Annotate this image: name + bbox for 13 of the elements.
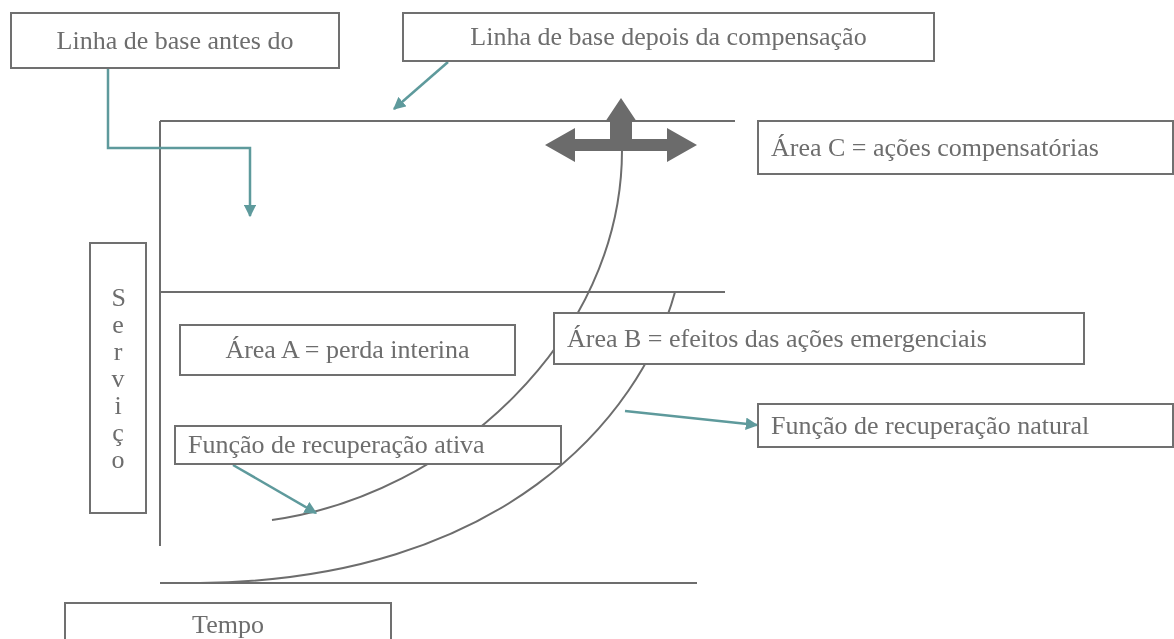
leader-line xyxy=(624,409,759,431)
leader-line xyxy=(393,61,449,110)
callout-label: Função de recuperação ativa xyxy=(174,425,562,465)
callout-label: Tempo xyxy=(64,602,392,639)
leader-line xyxy=(106,69,257,218)
callout-label: Função de recuperação natural xyxy=(757,403,1174,448)
callout-label: Serviço xyxy=(89,242,147,514)
callout-label: Linha de base depois da compensação xyxy=(402,12,935,62)
callout-label: Área A = perda interina xyxy=(179,324,516,376)
leader-line xyxy=(232,463,318,515)
callout-label: Linha de base antes do xyxy=(10,12,340,69)
callout-label: Área C = ações compensatórias xyxy=(757,120,1174,175)
callout-label: Área B = efeitos das ações emergenciais xyxy=(553,312,1085,365)
